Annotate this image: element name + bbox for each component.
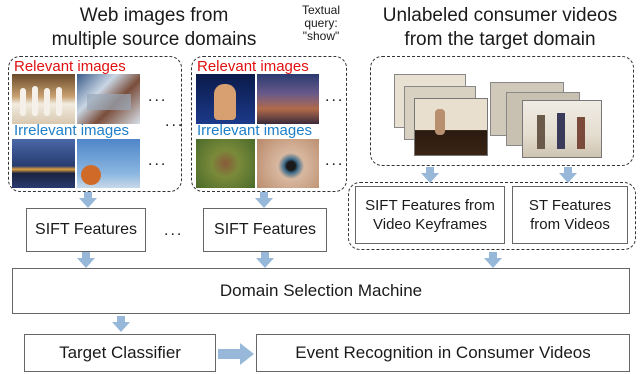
relevant-photo-violinist [196,74,255,124]
relevant-photo-ballet [12,74,75,124]
web-images-header: Web images from multiple source domains [51,5,257,50]
event-recognition-label: Event Recognition in Consumer Videos [295,343,591,362]
domain-selection-machine-box: Domain Selection Machine [12,268,630,314]
sift-features-label-1: SIFT Features [35,221,137,238]
consumer-videos-header: Unlabeled consumer videos from the targe… [382,5,618,50]
sift-keyframes-box: SIFT Features from Video Keyframes [355,186,505,244]
ellipsis-irrelevant-1: ... [148,152,168,169]
source-domain-group-1 [8,56,182,192]
video-frame-piano [414,98,488,156]
video-frame-guitar-group [522,100,602,158]
sift-features-box-2: SIFT Features [203,208,327,252]
ellipsis-relevant-2: ... [325,88,345,105]
irrelevant-photo-basketball [77,139,140,188]
irrelevant-images-label-1: Irrelevant images [14,122,130,139]
video-features-group [348,182,636,250]
st-features-box: ST Features from Videos [512,186,628,244]
target-classifier-box: Target Classifier [24,334,216,372]
arrow-group2-to-sift [255,192,273,208]
arrow-dsm-to-classifier [112,316,130,332]
ellipsis-features: ... [164,222,184,239]
irrelevant-photo-eye [257,139,319,188]
relevant-images-label-2: Relevant images [197,58,309,75]
relevant-photo-guitarist [257,74,319,124]
arrow-video-to-sift-keyframes [421,167,439,183]
ellipsis-irrelevant-2: ... [325,152,345,169]
arrow-sift1-to-dsm [77,252,95,268]
arrow-video-features-to-dsm [484,252,502,268]
ellipsis-relevant-1: ... [148,88,168,105]
domain-selection-machine-label: Domain Selection Machine [219,281,423,300]
st-features-label: ST Features from Videos [528,197,612,233]
irrelevant-images-label-2: Irrelevant images [197,122,313,139]
irrelevant-photo-city-night [12,139,75,188]
arrow-video-to-st [559,167,577,183]
arrow-classifier-to-event [218,343,254,365]
relevant-images-label-1: Relevant images [14,58,126,75]
sift-keyframes-label: SIFT Features from Video Keyframes [365,197,495,233]
sift-features-label-2: SIFT Features [214,221,316,238]
relevant-photo-crowd [77,74,140,124]
irrelevant-photo-spider [196,139,255,188]
event-recognition-box: Event Recognition in Consumer Videos [256,334,630,372]
textual-query-label: Textual query: "show" [301,3,341,43]
sift-features-box-1: SIFT Features [26,208,146,252]
consumer-videos-group [370,56,634,166]
arrow-sift2-to-dsm [256,252,274,268]
target-classifier-label: Target Classifier [59,343,181,362]
ellipsis-between-groups: ... [165,113,185,130]
source-domain-group-2 [191,56,347,192]
arrow-group1-to-sift [79,192,97,208]
